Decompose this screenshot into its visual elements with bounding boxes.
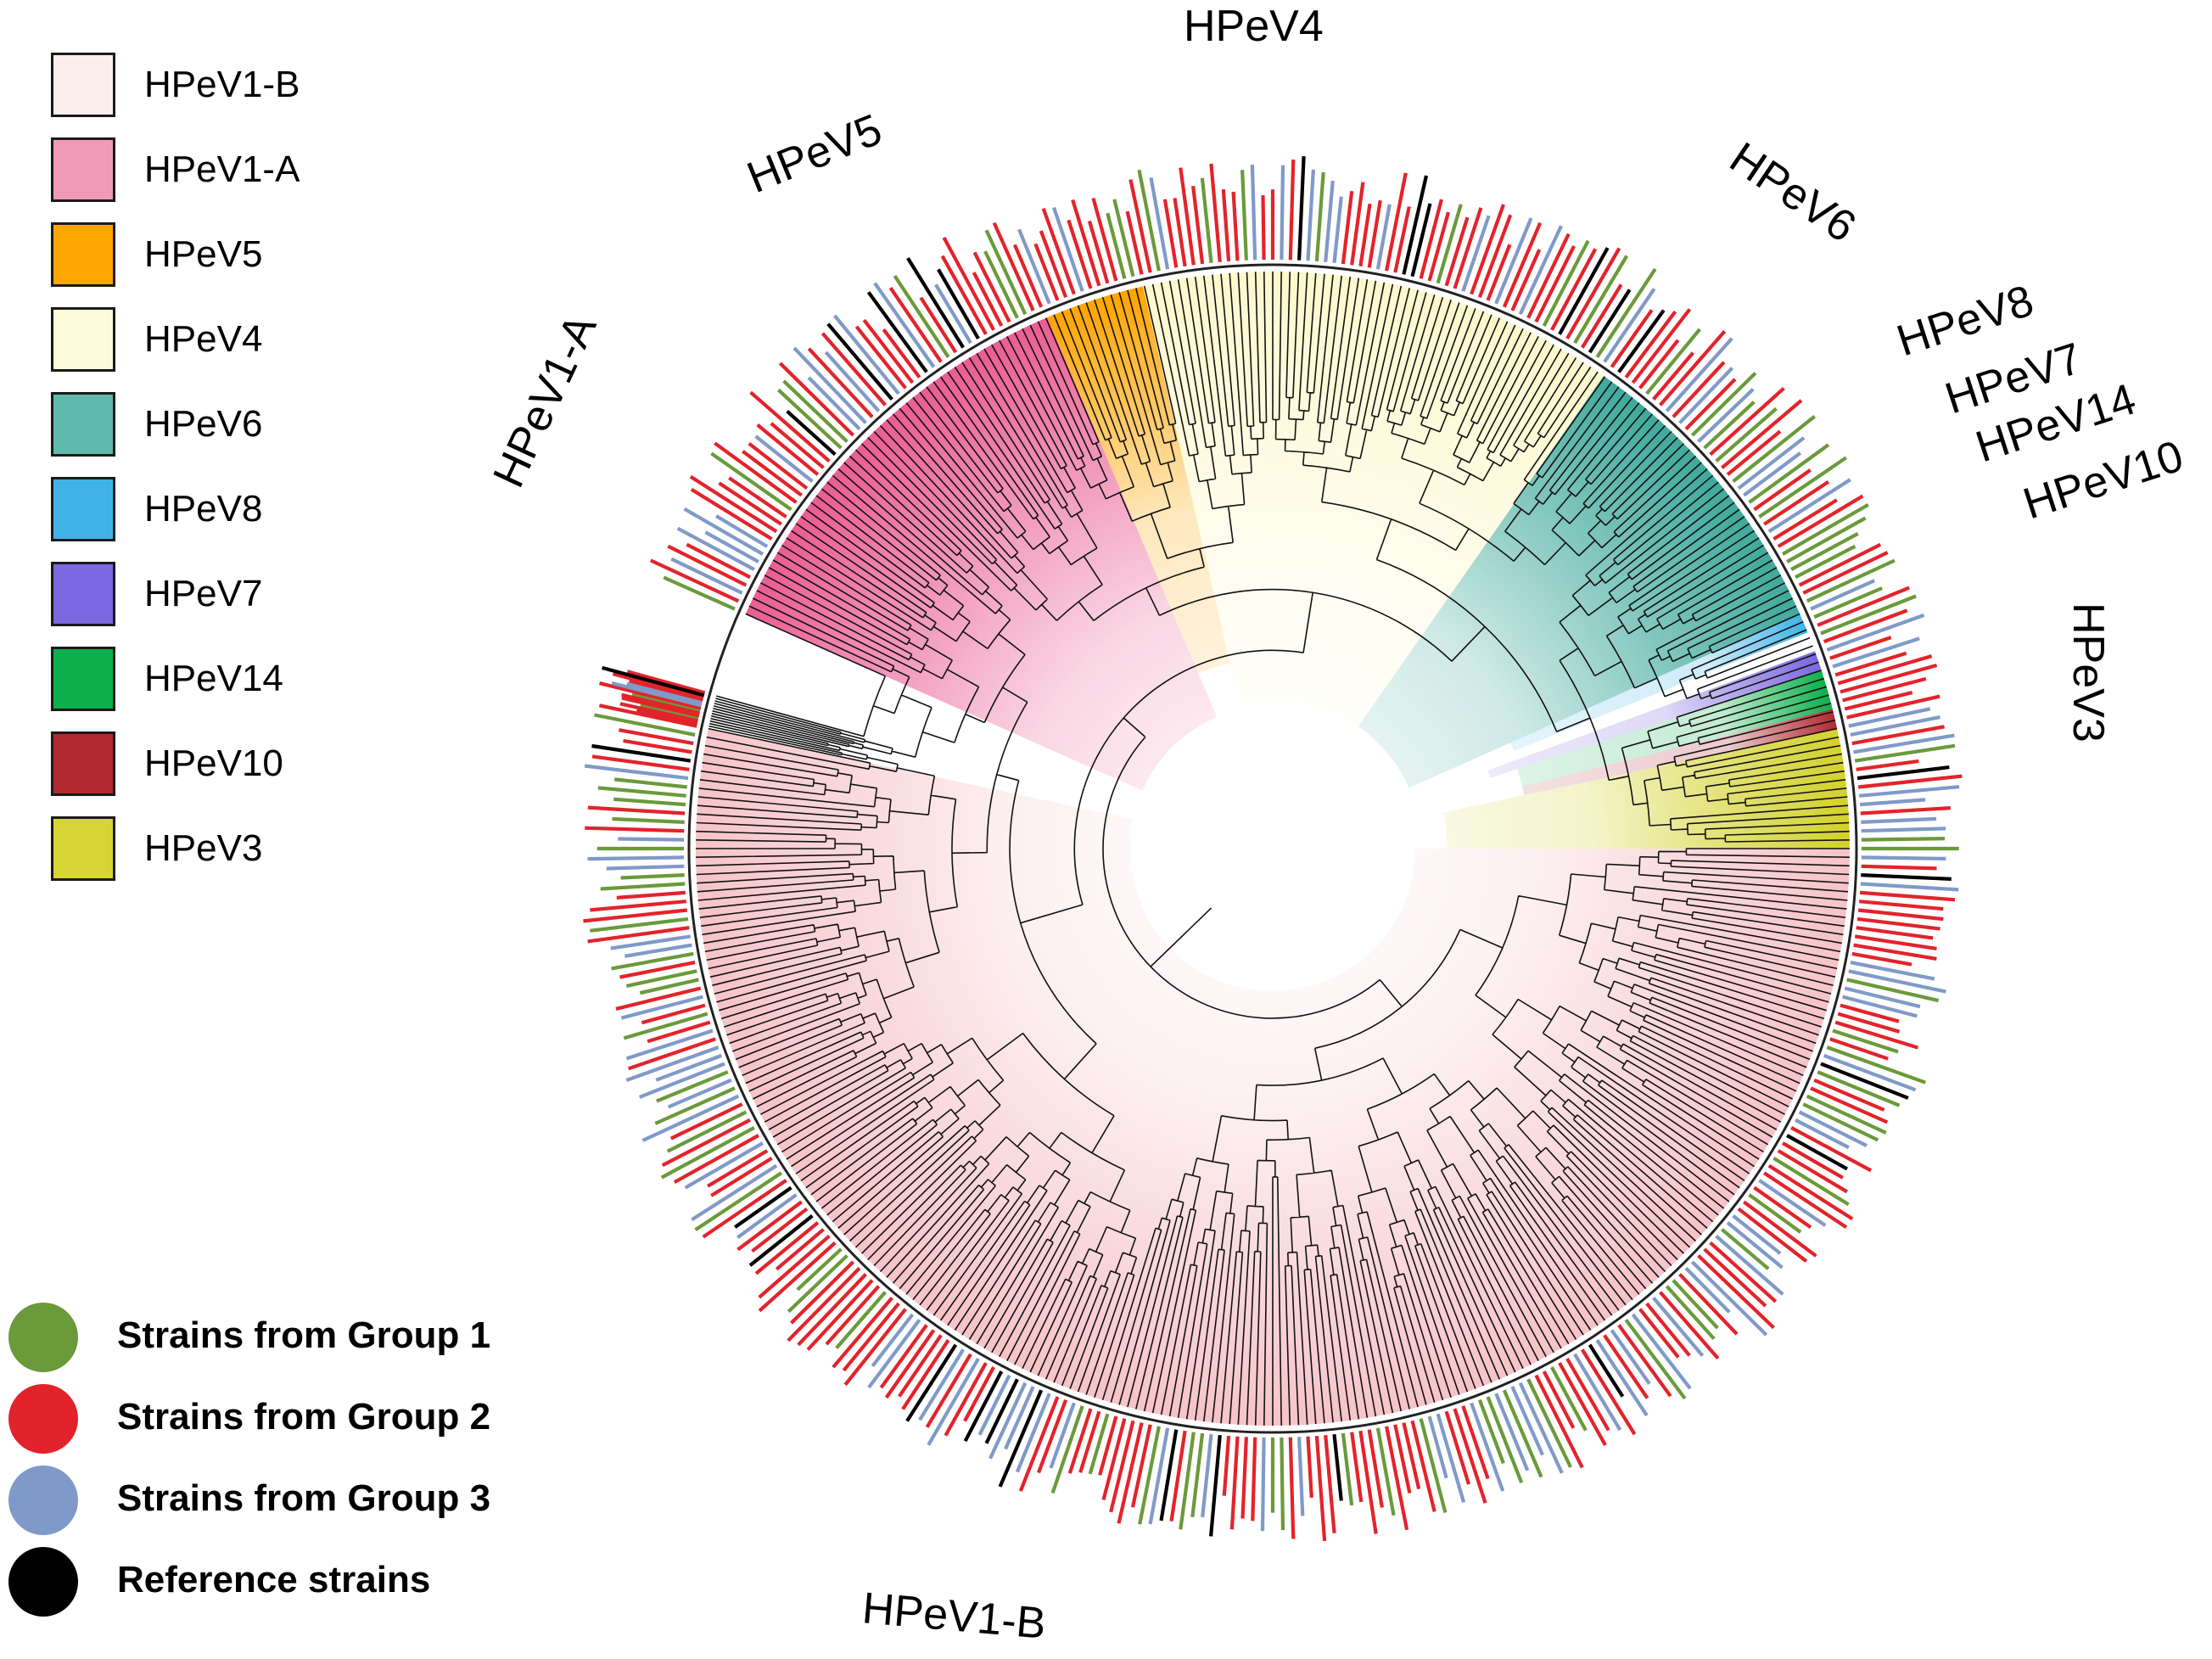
legend-swatch [51, 477, 115, 541]
legend-label: HPeV10 [144, 743, 283, 784]
clade-label-hpev5: HPeV5 [741, 105, 888, 203]
legend-swatch [51, 137, 115, 202]
legend-label: HPeV5 [144, 233, 263, 275]
legend-label: HPeV4 [144, 318, 263, 360]
legend-swatch [51, 222, 115, 287]
legend-dot [8, 1384, 78, 1454]
clade-label-hpev1b: HPeV1-B [860, 1583, 1048, 1649]
clade-shading-layer [695, 272, 1850, 1426]
clade-wedge-hpev7 [1487, 651, 1822, 778]
legend-swatch [51, 53, 115, 117]
clade-label-hpev1a: HPeV1-A [484, 307, 606, 495]
legend-swatch [51, 562, 115, 626]
tip-ticks-group-3 [584, 165, 1960, 1532]
branch-lines [696, 272, 1850, 1426]
clade-wedge-hpev1a [745, 317, 1218, 791]
legend-swatch [51, 307, 115, 372]
legend-swatch [51, 647, 115, 711]
group-legend-label: Strains from Group 2 [117, 1396, 491, 1438]
tip-ticks-group-2 [583, 160, 1963, 1542]
tip-ring [687, 263, 1858, 1434]
clade-wedge-hpev4 [1143, 272, 1604, 727]
tip-labels-ring [583, 156, 1963, 1542]
clade-wedge-hpev1b [695, 728, 1850, 1426]
legend-label: HPeV1-B [144, 64, 300, 105]
legend-dot [8, 1547, 78, 1617]
group-legend-label: Strains from Group 3 [117, 1477, 491, 1519]
legend-label: HPeV8 [144, 488, 263, 530]
legend-dot [8, 1466, 78, 1535]
group-legend-label: Strains from Group 1 [117, 1314, 491, 1356]
tree-branches [687, 263, 1858, 1434]
legend-label: HPeV3 [144, 827, 263, 869]
group-legend-label: Reference strains [117, 1559, 431, 1600]
legend-swatch [51, 392, 115, 457]
clade-label-hpev3: HPeV3 [2064, 603, 2113, 743]
clade-label-hpev4: HPeV4 [1184, 2, 1324, 51]
legend-label: HPeV14 [144, 658, 283, 699]
legend-label: HPeV6 [144, 403, 263, 445]
clade-wedge-hpev6 [1358, 375, 1800, 788]
clade-wedge-hpev14 [1517, 670, 1833, 787]
legend-label: HPeV1-A [144, 149, 300, 190]
clade-wedge-hpev5 [1047, 286, 1230, 674]
legend-dot [8, 1303, 78, 1372]
clade-label-hpev6: HPeV6 [1721, 133, 1864, 252]
legend-swatch [51, 816, 115, 881]
tip-ticks-group-1 [590, 169, 1959, 1531]
tip-ticks-reference [591, 156, 1952, 1537]
legend-swatch [51, 731, 115, 796]
legend-label: HPeV7 [144, 573, 263, 614]
clade-wedge-hpev3 [1443, 728, 1850, 849]
